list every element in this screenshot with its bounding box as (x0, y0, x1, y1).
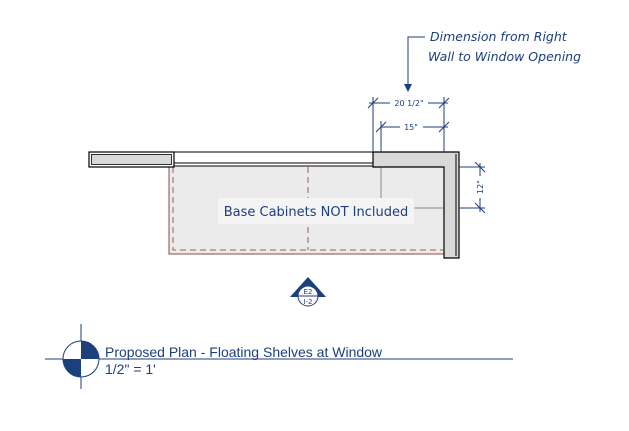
window (174, 151, 373, 167)
elevation-marker-bottom: I-2 (303, 298, 312, 306)
callout-line-1: Dimension from Right (430, 29, 568, 44)
plan-scale: 1/2" = 1' (105, 361, 156, 377)
label-background (218, 198, 414, 224)
dimension-lines (367, 97, 486, 214)
elevation-marker (290, 277, 326, 307)
base-cabinets-label: Base Cabinets NOT Included (224, 205, 409, 220)
dimension-inner: 15" (404, 123, 418, 132)
dimension-overall: 20 1/2" (394, 99, 423, 108)
plan-title: Proposed Plan - Floating Shelves at Wind… (105, 344, 383, 360)
elevation-marker-top: E2 (304, 288, 313, 296)
dimension-depth: 12" (476, 180, 485, 194)
callout-line-2: Wall to Window Opening (428, 49, 581, 64)
right-wall (372, 151, 460, 259)
title-symbol (45, 324, 513, 389)
left-wall (88, 151, 175, 168)
callout-leader (404, 36, 425, 92)
